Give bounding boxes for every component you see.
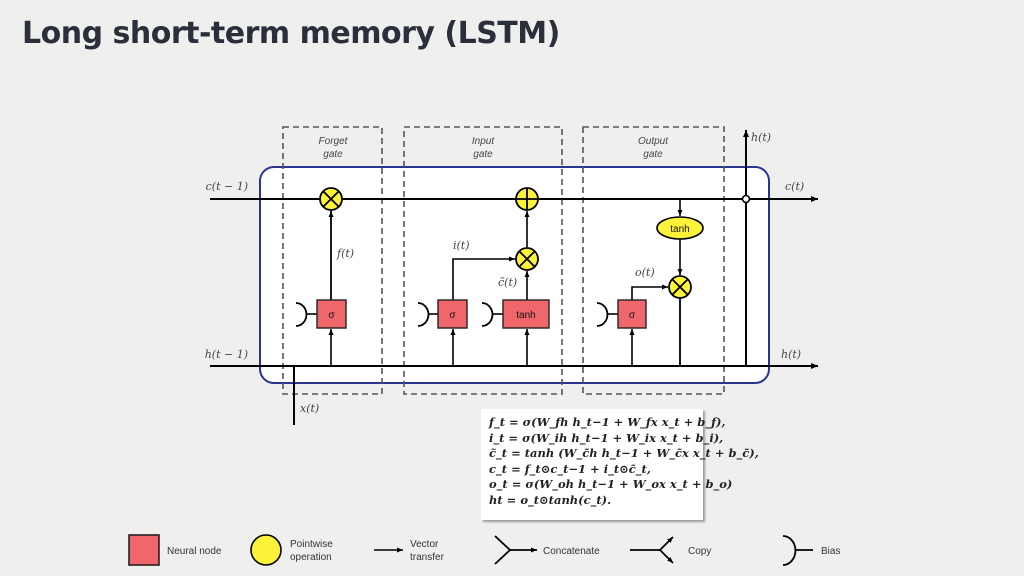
output-gate-label-2: gate: [643, 149, 663, 160]
legend-vector-label-2: transfer: [410, 552, 445, 563]
legend-pointwise-icon: [250, 534, 282, 566]
forget-gate-label: Forget: [319, 136, 349, 147]
label-c-tilde: c̃(t): [498, 276, 517, 289]
legend-concatenate-icon: [494, 535, 537, 565]
output-gate-label: Output: [638, 136, 669, 147]
page-title: Long short-term memory (LSTM): [22, 16, 560, 51]
forget-multiply-op: [319, 187, 343, 211]
legend-bias-label: Bias: [821, 546, 840, 557]
label-c-prev: c(t − 1): [206, 180, 248, 193]
output-multiply-op: [668, 275, 692, 299]
input-gate-label-2: gate: [473, 149, 493, 160]
forget-sigma-label: σ: [328, 310, 335, 321]
legend-pointwise-label-2: operation: [290, 552, 332, 563]
equation-hidden: ht = o_t⊙tanh(c_t).: [489, 492, 612, 507]
forget-gate-label-2: gate: [323, 149, 343, 160]
label-i-t: i(t): [453, 239, 470, 252]
forget-sigma-node: [316, 299, 347, 329]
legend-bias-icon: [782, 535, 813, 566]
label-c-t: c(t): [785, 180, 804, 193]
input-tanh-node: [502, 299, 550, 329]
label-h-prev: h(t − 1): [205, 348, 248, 361]
output-tanh-label: tanh: [670, 224, 689, 235]
input-gate-box: [403, 126, 563, 395]
junction-dot: [741, 194, 751, 204]
label-o-t: o(t): [635, 266, 655, 279]
input-multiply-op: [515, 247, 539, 271]
input-sigma-label: σ: [449, 310, 456, 321]
input-gate-label: Input: [472, 136, 495, 147]
output-o-arrow: [631, 284, 668, 300]
legend-copy-label: Copy: [688, 546, 711, 557]
legend-concatenate-label: Concatenate: [543, 546, 600, 557]
equation-candidate: c̃_t = tanh (W_c̃h h_t−1 + W_c̃x x_t + b…: [489, 446, 759, 460]
label-x-t: x(t): [300, 402, 319, 415]
output-sigma-label: σ: [629, 310, 636, 321]
legend-neural-node-icon: [128, 534, 160, 566]
equation-forget: f_t = σ(W_fh h_t−1 + W_fx x_t + b_f),: [489, 415, 726, 429]
legend: Neural node Pointwise operation Vector t…: [128, 534, 840, 566]
forget-gate-box: [282, 126, 383, 395]
legend-neural-node-label: Neural node: [167, 546, 222, 557]
input-tanh-label: tanh: [516, 310, 535, 321]
equation-cell: c_t = f_t⊙c_t−1 + i_t⊙c̃_t,: [489, 461, 651, 476]
output-sigma-node: [617, 299, 647, 329]
cell-add-op: [515, 187, 539, 211]
label-f-t: f(t): [336, 247, 354, 260]
label-h-t-right: h(t): [781, 348, 801, 361]
legend-pointwise-label: Pointwise: [290, 539, 333, 550]
legend-copy-icon: [630, 536, 674, 564]
lstm-cell-box: [259, 166, 770, 384]
label-h-t-top: h(t): [751, 131, 771, 144]
input-i-arrow: [452, 256, 515, 300]
equation-output: o_t = σ(W_oh h_t−1 + W_ox x_t + b_o): [489, 477, 733, 491]
output-gate-box: [582, 126, 725, 395]
equation-input: i_t = σ(W_ih h_t−1 + W_ix x_t + b_i),: [489, 430, 724, 445]
legend-vector-label: Vector: [410, 539, 439, 550]
input-sigma-node: [437, 299, 468, 329]
equations-box: f_t = σ(W_fh h_t−1 + W_fx x_t + b_f), i_…: [481, 409, 759, 520]
